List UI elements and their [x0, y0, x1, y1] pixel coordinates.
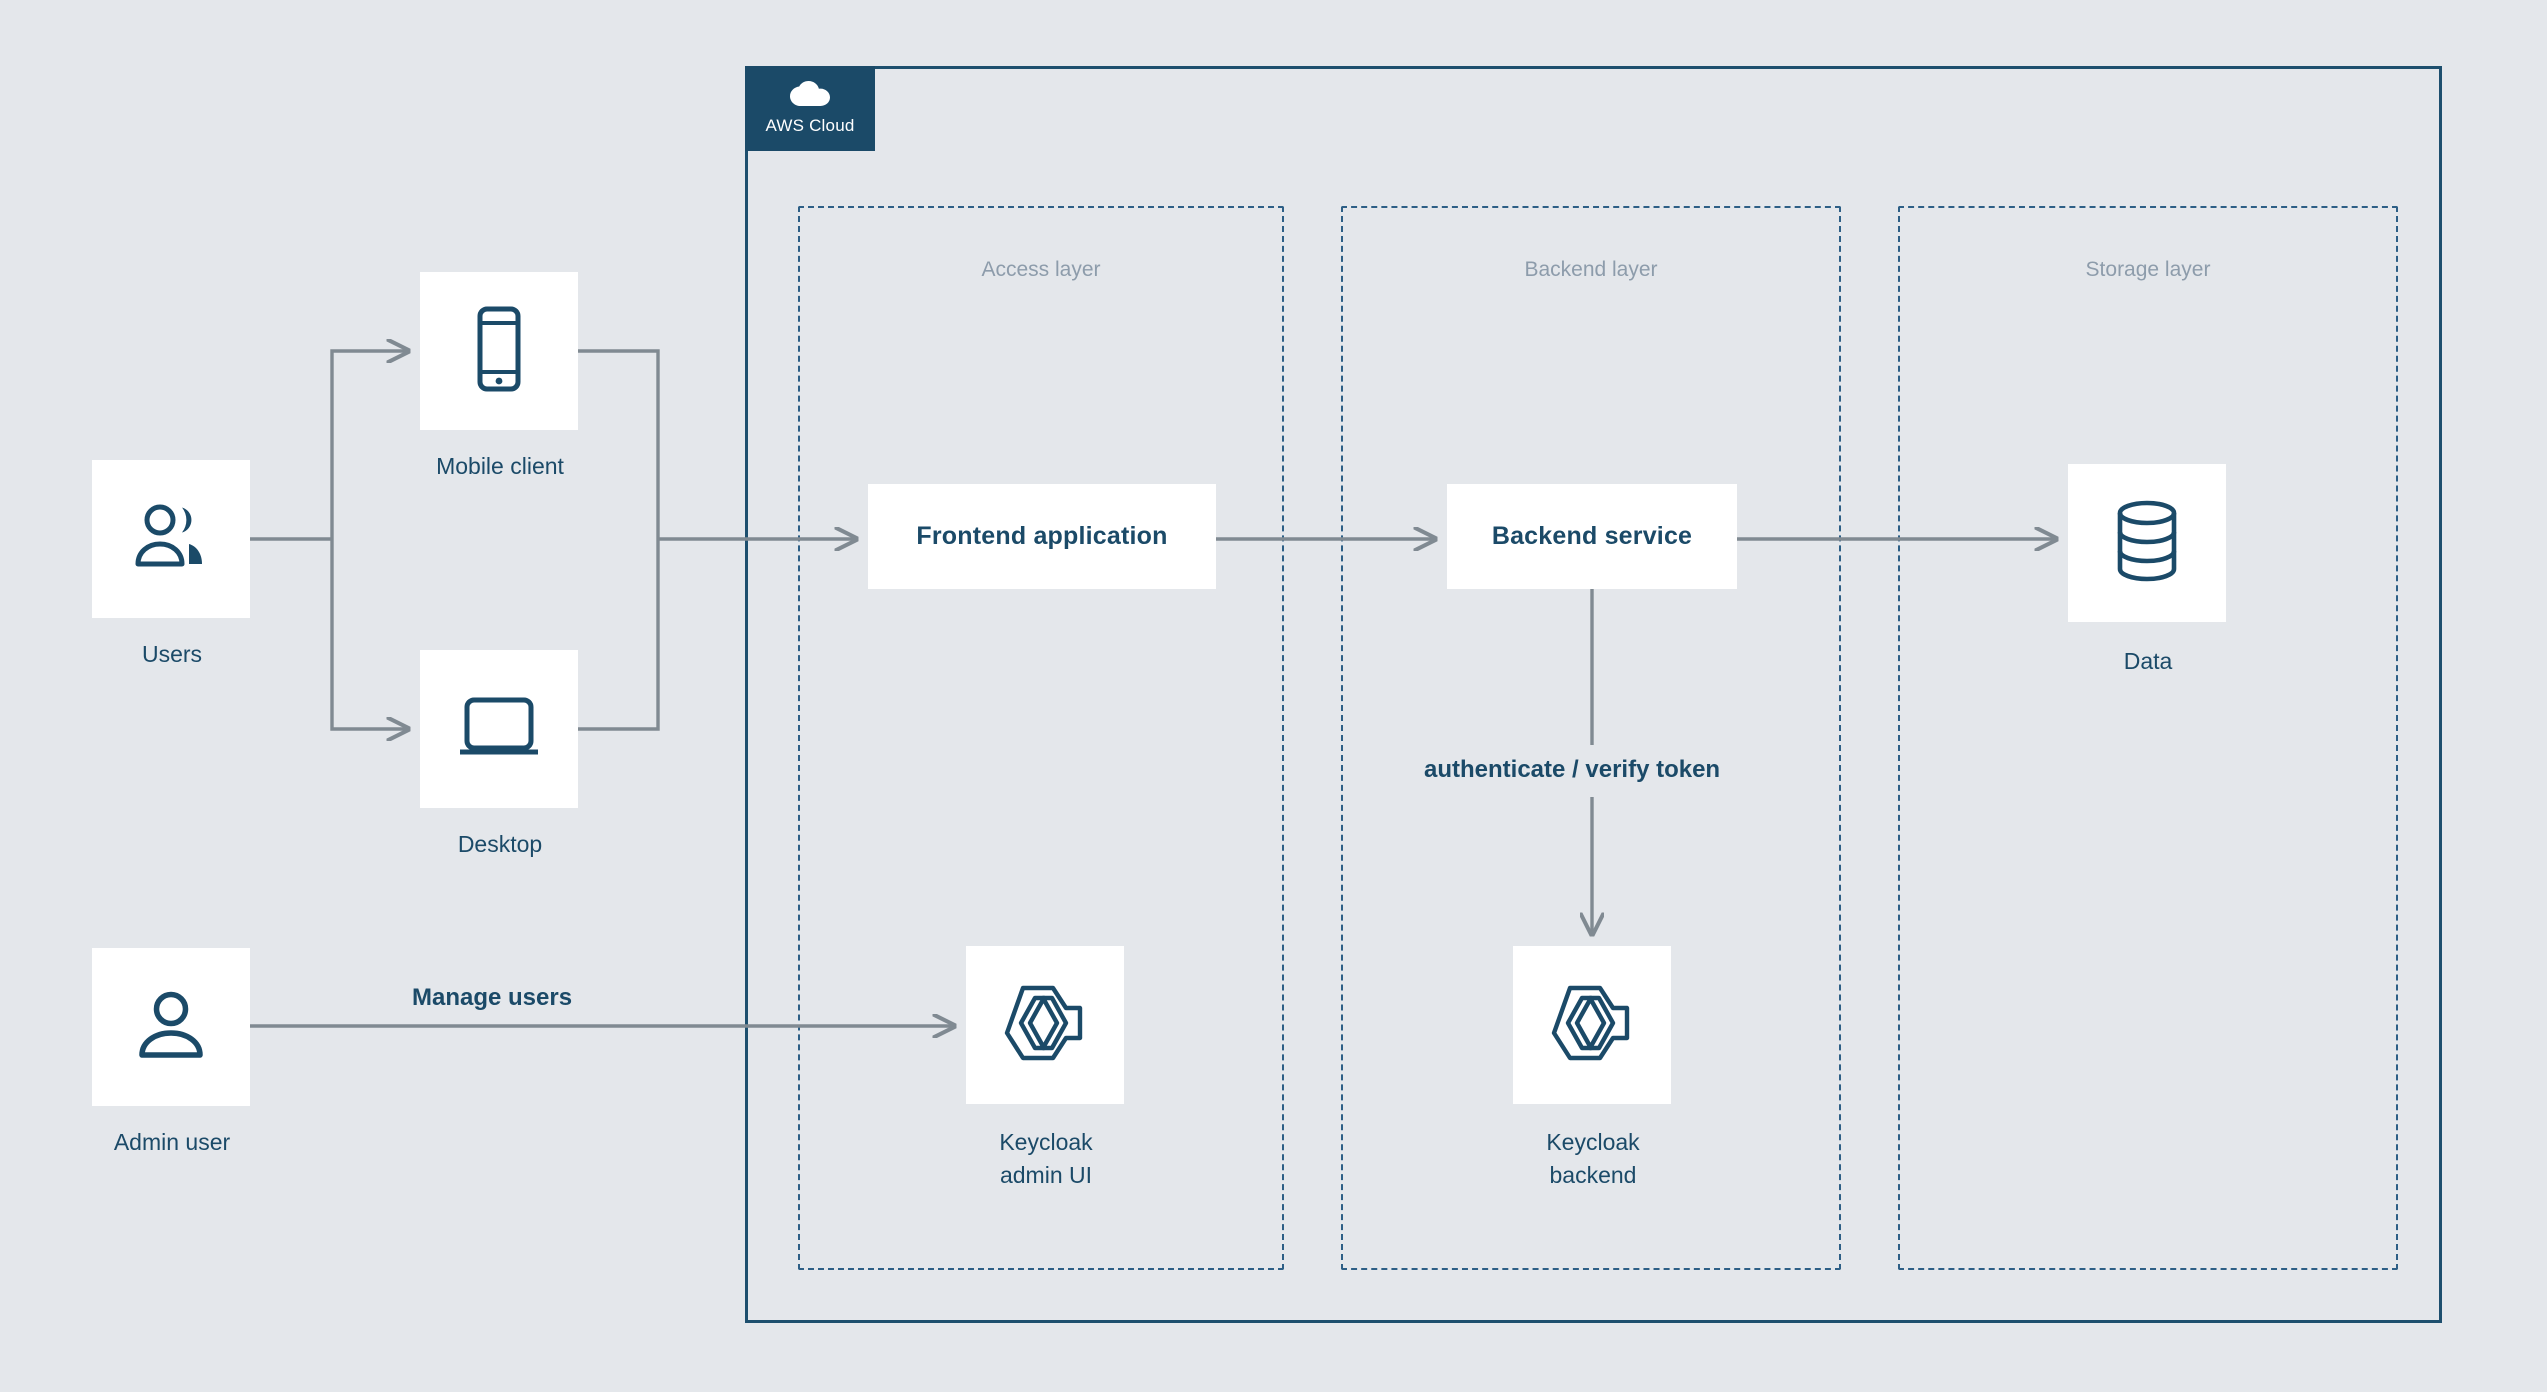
node-keycloak-admin-ui-caption: Keycloak admin UI: [886, 1126, 1206, 1193]
node-users[interactable]: [92, 460, 250, 618]
single-user-icon: [134, 989, 208, 1066]
node-admin-user[interactable]: [92, 948, 250, 1106]
node-keycloak-backend[interactable]: [1513, 946, 1671, 1104]
node-backend-service[interactable]: Backend service: [1447, 484, 1737, 589]
node-admin-user-caption: Admin user: [113, 1129, 231, 1155]
users-icon: [132, 502, 210, 577]
mobile-phone-icon: [470, 306, 528, 397]
keycloak-logo-icon: [999, 982, 1091, 1069]
node-mobile-client-caption: Mobile client: [436, 453, 564, 479]
aws-cloud-tag: AWS Cloud: [745, 66, 875, 151]
node-mobile-client[interactable]: [420, 272, 578, 430]
node-users-caption: Users: [141, 641, 203, 667]
node-desktop[interactable]: [420, 650, 578, 808]
storage-layer-group: Storage layer: [1898, 206, 2398, 1270]
cloud-icon: [789, 81, 831, 112]
node-frontend-application-label: Frontend application: [916, 522, 1168, 550]
node-frontend-application[interactable]: Frontend application: [868, 484, 1216, 589]
node-data[interactable]: [2068, 464, 2226, 622]
backend-layer-title: Backend layer: [1524, 258, 1658, 281]
access-layer-title: Access layer: [981, 258, 1101, 281]
node-desktop-caption: Desktop: [457, 831, 543, 857]
storage-layer-title: Storage layer: [2085, 258, 2211, 281]
node-backend-service-label: Backend service: [1491, 522, 1693, 550]
edge-label-authenticate: authenticate / verify token: [1424, 756, 1721, 783]
database-icon: [2111, 499, 2183, 588]
node-keycloak-admin-ui-caption-line2: admin UI: [999, 1162, 1093, 1189]
node-keycloak-backend-caption-line2: backend: [1549, 1162, 1637, 1189]
node-keycloak-admin-ui[interactable]: [966, 946, 1124, 1104]
backend-layer-group: Backend layer: [1341, 206, 1841, 1270]
aws-cloud-boundary: [745, 66, 2442, 1323]
node-keycloak-admin-ui-caption-line1: Keycloak: [999, 1129, 1093, 1155]
node-keycloak-backend-caption: Keycloak backend: [1433, 1126, 1753, 1193]
laptop-icon: [457, 694, 541, 765]
keycloak-logo-icon: [1546, 982, 1638, 1069]
edge-label-manage-users: Manage users: [412, 984, 573, 1011]
node-data-caption: Data: [2123, 648, 2173, 674]
node-keycloak-backend-caption-line1: Keycloak: [1546, 1129, 1640, 1155]
aws-cloud-label: AWS Cloud: [765, 116, 855, 135]
access-layer-group: Access layer: [798, 206, 1284, 1270]
